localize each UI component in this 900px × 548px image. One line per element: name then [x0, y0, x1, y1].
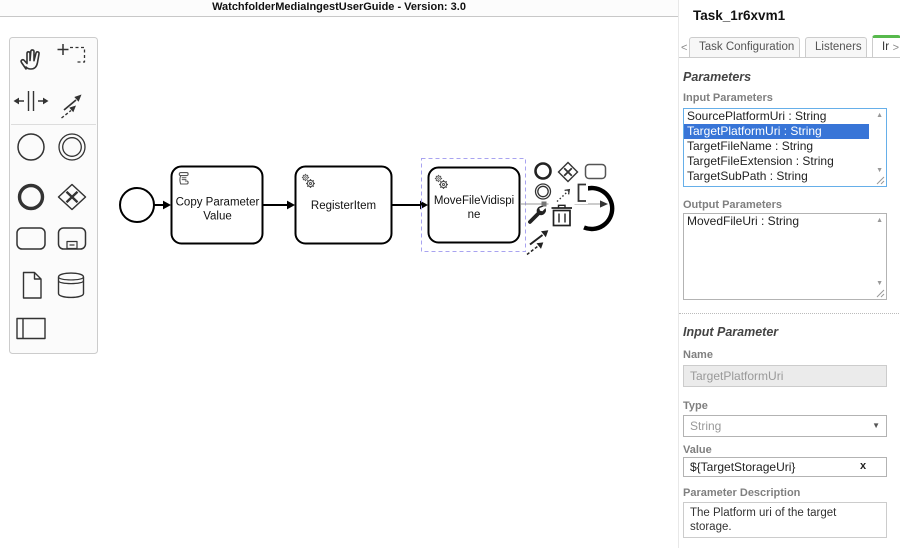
task-label-line: MoveFileVidispi: [434, 195, 514, 207]
list-item[interactable]: SourcePlatformUri : String: [687, 109, 827, 123]
space-tool-icon[interactable]: [13, 91, 49, 111]
resize-grip-icon[interactable]: [876, 289, 885, 298]
scroll-up-icon[interactable]: ▲: [876, 217, 883, 224]
input-parameters-list[interactable]: SourcePlatformUri : String TargetPlatfor…: [683, 108, 887, 187]
scroll-down-icon[interactable]: ▼: [876, 280, 883, 287]
append-gateway-icon[interactable]: [557, 161, 579, 183]
tab-input-output[interactable]: Ir: [872, 35, 900, 57]
service-task-icon: [434, 174, 449, 190]
context-pad: [526, 161, 607, 256]
connect-association-icon[interactable]: [556, 188, 571, 203]
start-event-tool-icon[interactable]: [17, 133, 45, 161]
list-item[interactable]: TargetSubPath : String: [687, 169, 808, 183]
tab-task-configuration[interactable]: Task Configuration: [689, 37, 800, 57]
resize-grip-icon[interactable]: [876, 176, 885, 185]
tab-scroll-left-icon[interactable]: <: [681, 42, 688, 54]
append-text-annotation-icon[interactable]: [573, 181, 588, 204]
task-copy-parameter-value[interactable]: Copy Parameter Value: [170, 165, 264, 245]
name-label: Name: [683, 349, 713, 361]
start-event[interactable]: [119, 187, 155, 223]
output-parameters-list[interactable]: MovedFileUri : String ▲ ▼: [683, 213, 887, 300]
script-task-icon: [178, 172, 189, 185]
chevron-down-icon: ▼: [872, 421, 880, 430]
append-intermediate-event-icon[interactable]: [534, 183, 552, 200]
sequence-flow-2[interactable]: [263, 200, 295, 210]
selection-outline: [421, 158, 526, 252]
task-label-line: ne: [468, 209, 481, 221]
delete-trash-icon[interactable]: [548, 202, 575, 229]
input-parameters-label: Input Parameters: [683, 92, 773, 104]
palette: [9, 37, 98, 354]
data-object-tool-icon[interactable]: [22, 271, 42, 299]
end-event-tool-icon[interactable]: [17, 183, 45, 211]
lasso-tool-icon[interactable]: [57, 44, 86, 63]
clear-value-icon[interactable]: x: [860, 460, 867, 472]
parameters-heading: Parameters: [683, 70, 752, 84]
element-id-title: Task_1r6xvm1: [693, 8, 786, 23]
sequence-flow-3[interactable]: [392, 200, 428, 210]
scroll-down-icon[interactable]: ▼: [876, 167, 883, 174]
name-field[interactable]: [683, 365, 887, 387]
value-label: Value: [683, 444, 712, 456]
value-field[interactable]: [683, 457, 887, 477]
output-parameters-label: Output Parameters: [683, 199, 783, 211]
append-task-icon[interactable]: [584, 163, 607, 180]
diagram-title-bar: WatchfolderMediaIngestUserGuide - Versio…: [0, 0, 678, 17]
task-tool-icon[interactable]: [16, 227, 46, 250]
tab-listeners[interactable]: Listeners: [805, 37, 867, 57]
global-connect-tool-icon[interactable]: [61, 94, 82, 119]
section-divider: [679, 313, 900, 314]
hand-tool-icon[interactable]: [20, 49, 40, 70]
list-item[interactable]: TargetFileExtension : String: [687, 154, 834, 168]
scroll-up-icon[interactable]: ▲: [876, 112, 883, 119]
list-item-selected[interactable]: TargetPlatformUri : String: [684, 124, 869, 139]
subprocess-tool-icon[interactable]: [57, 227, 87, 250]
properties-panel: Task_1r6xvm1 < Task Configuration Listen…: [678, 0, 900, 548]
sequence-flow-1[interactable]: [154, 200, 171, 210]
input-parameter-heading: Input Parameter: [683, 325, 779, 339]
parameter-description-field[interactable]: The Platform uri of the target storage.: [683, 502, 887, 538]
task-label-line: RegisterItem: [311, 200, 376, 212]
list-item[interactable]: MovedFileUri : String: [687, 214, 800, 228]
data-store-tool-icon[interactable]: [57, 272, 85, 299]
type-select[interactable]: ▼ String: [683, 415, 887, 437]
task-label-line: Value: [203, 211, 232, 223]
tab-scroll-right-icon[interactable]: >: [892, 42, 899, 54]
connect-tool-icon[interactable]: [526, 230, 549, 256]
process-diagram: Copy Parameter Value RegisterItem: [119, 158, 615, 256]
end-event[interactable]: [583, 185, 615, 232]
task-registeritem[interactable]: RegisterItem: [294, 165, 393, 245]
parameter-description-label: Parameter Description: [683, 487, 801, 499]
participant-tool-icon[interactable]: [16, 317, 46, 340]
task-label-line: Copy Parameter: [176, 197, 260, 209]
task-movefilevidispine[interactable]: MoveFileVidispi ne: [427, 166, 521, 244]
list-item[interactable]: TargetFileName : String: [687, 139, 814, 153]
append-end-event-icon[interactable]: [534, 162, 552, 180]
tab-bar: < Task Configuration Listeners Ir >: [679, 35, 900, 58]
diagram-canvas[interactable]: Copy Parameter Value RegisterItem: [0, 0, 678, 548]
type-label: Type: [683, 400, 708, 412]
intermediate-event-tool-icon[interactable]: [58, 133, 86, 161]
change-type-wrench-icon[interactable]: [528, 205, 546, 224]
gateway-tool-icon[interactable]: [57, 183, 87, 211]
diagram-title: WatchfolderMediaIngestUserGuide - Versio…: [212, 1, 466, 13]
service-task-icon: [301, 173, 316, 189]
